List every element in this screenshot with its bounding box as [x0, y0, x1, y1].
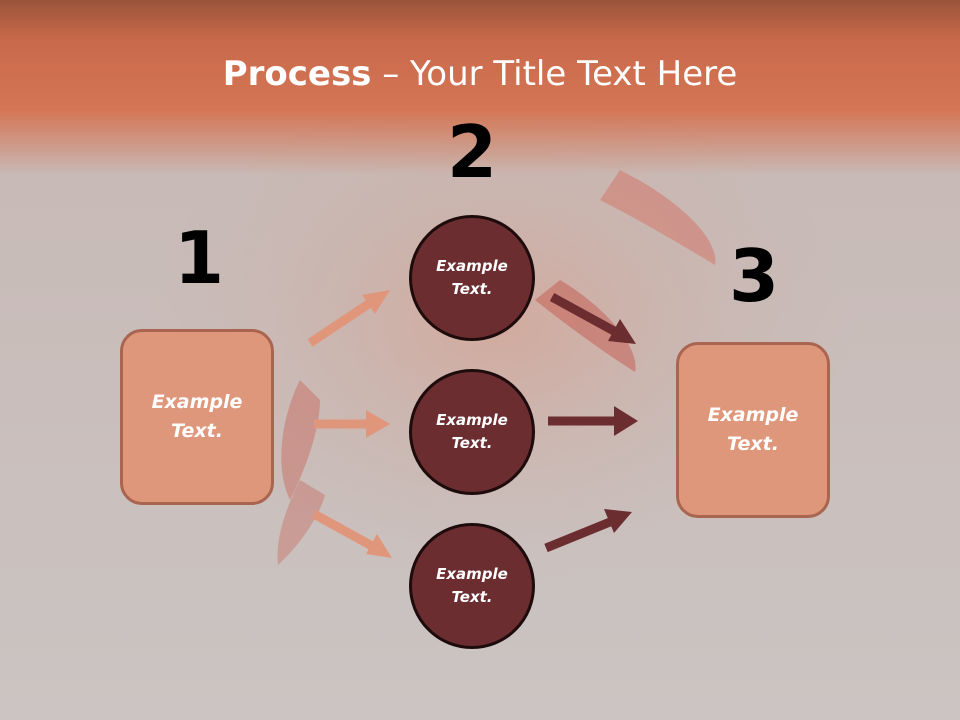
- title-rest: – Your Title Text Here: [371, 54, 738, 94]
- step-2-circle-top: Example Text.: [409, 215, 535, 341]
- circle-top-text: Example Text.: [436, 257, 508, 298]
- page-title: Process – Your Title Text Here: [0, 52, 960, 96]
- step-1-box: Example Text.: [120, 329, 274, 505]
- step-2-circle-bottom: Example Text.: [409, 523, 535, 649]
- circle-middle-text: Example Text.: [436, 411, 508, 452]
- step-3-box-text: Example Text.: [707, 404, 799, 455]
- header-band: [0, 0, 960, 175]
- step-number-1: 1: [173, 216, 225, 300]
- circle-bottom-text: Example Text.: [436, 565, 508, 606]
- title-bold: Process: [222, 54, 372, 94]
- step-2-circle-middle: Example Text.: [409, 369, 535, 495]
- step-number-2: 2: [446, 110, 498, 194]
- step-1-box-text: Example Text.: [151, 391, 243, 442]
- step-3-box: Example Text.: [676, 342, 830, 518]
- step-number-3: 3: [728, 234, 780, 318]
